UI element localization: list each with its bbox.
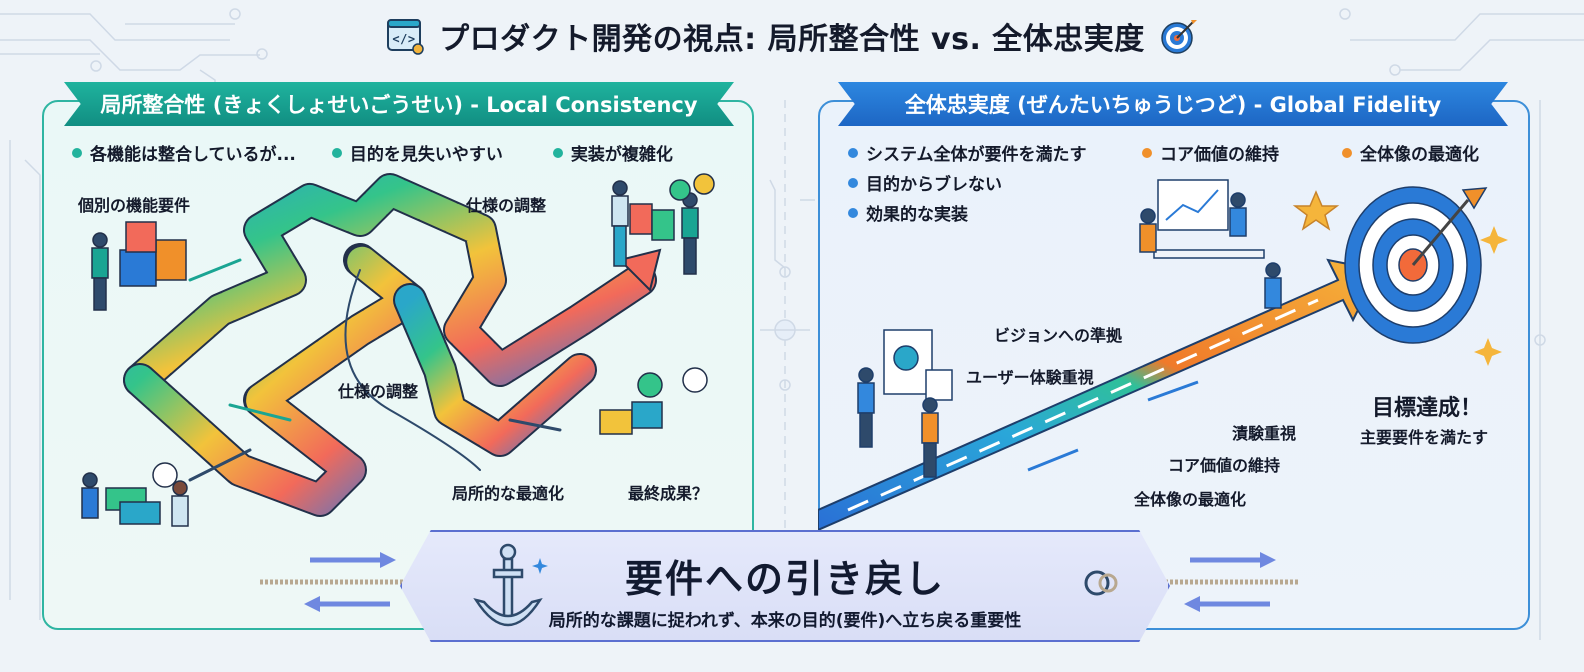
label-experience: 漬験重視 bbox=[1232, 424, 1297, 443]
bullet-dot bbox=[848, 177, 858, 188]
people-with-puzzle-left bbox=[91, 221, 187, 311]
global-bullet: コア価値の維持 bbox=[1142, 140, 1279, 165]
label-goal-sub: 主要要件を満たす bbox=[1360, 428, 1489, 447]
label-individual-requirements: 個別の機能要件 bbox=[78, 196, 191, 215]
people-bottom-left bbox=[81, 462, 189, 527]
target-icon bbox=[1161, 20, 1197, 54]
label-goal: 目標達成！ bbox=[1372, 396, 1483, 421]
label-big-picture: 全体像の最適化 bbox=[1134, 490, 1247, 509]
local-consistency-header: 局所整合性 (きょくしょせいごうせい) - Local Consistency bbox=[64, 82, 734, 126]
label-ux: ユーザー体験重視 bbox=[966, 368, 1094, 387]
team-dashboard bbox=[1139, 179, 1282, 309]
people-top-right bbox=[611, 173, 715, 275]
rope-ring-icon bbox=[1084, 570, 1118, 596]
global-bullet: 目的からブレない bbox=[848, 170, 1002, 195]
bullet-dot bbox=[331, 147, 342, 158]
local-bullets: 各機能は整合しているが... 目的を見失いやすい 実装が複雑化 bbox=[72, 140, 673, 165]
bullet-dot bbox=[848, 207, 858, 218]
presentation-people bbox=[857, 329, 953, 478]
local-bullet: 各機能は整合しているが... bbox=[72, 140, 296, 165]
svg-text:</>: </> bbox=[393, 32, 416, 46]
puzzle-path-illustration bbox=[81, 173, 715, 527]
banner-subtitle: 局所的な課題に捉われず、本来の目的(要件)へ立ち戻る重要性 bbox=[548, 611, 1022, 631]
target-board bbox=[1344, 186, 1488, 344]
pieces-bottom-right bbox=[599, 367, 708, 435]
global-fidelity-header: 全体忠実度 (ぜんたいちゅうじつど) - Global Fidelity bbox=[838, 82, 1508, 126]
code-window-icon: </> bbox=[387, 19, 424, 55]
banner-title: 要件への引き戻し bbox=[624, 557, 945, 601]
label-vision: ビジョンへの準拠 bbox=[994, 326, 1123, 345]
requirements-anchor-banner bbox=[400, 530, 1170, 642]
local-bullet: 目的を見失いやすい bbox=[331, 140, 503, 165]
bullet-dot bbox=[72, 147, 82, 158]
bullet-dot bbox=[1142, 147, 1152, 158]
label-spec-adjust-mid: 仕様の調整 bbox=[338, 382, 419, 401]
bullet-dot bbox=[552, 147, 563, 158]
label-spec-adjust-top: 仕様の調整 bbox=[466, 196, 547, 215]
global-bullet: 全体像の最適化 bbox=[1342, 140, 1479, 165]
global-bullet: 効果的な実装 bbox=[848, 200, 968, 225]
global-bullet: システム全体が要件を満たす bbox=[848, 140, 1087, 165]
label-core-value: コア価値の維持 bbox=[1168, 456, 1281, 475]
label-local-optimization: 局所的な最適化 bbox=[452, 484, 565, 503]
title-text: プロダクト開発の視点: 局所整合性 vs. 全体忠実度 bbox=[439, 22, 1145, 57]
local-bullet: 実装が複雑化 bbox=[552, 140, 673, 165]
label-final-result: 最終成果？ bbox=[628, 484, 709, 503]
bullet-dot bbox=[848, 147, 858, 158]
anchor-icon bbox=[473, 543, 548, 627]
road-to-target-illustration bbox=[818, 179, 1508, 530]
page-title: </> プロダクト開発の視点: 局所整合性 vs. 全体忠実度 bbox=[0, 14, 1584, 58]
bullet-dot bbox=[1342, 147, 1352, 158]
